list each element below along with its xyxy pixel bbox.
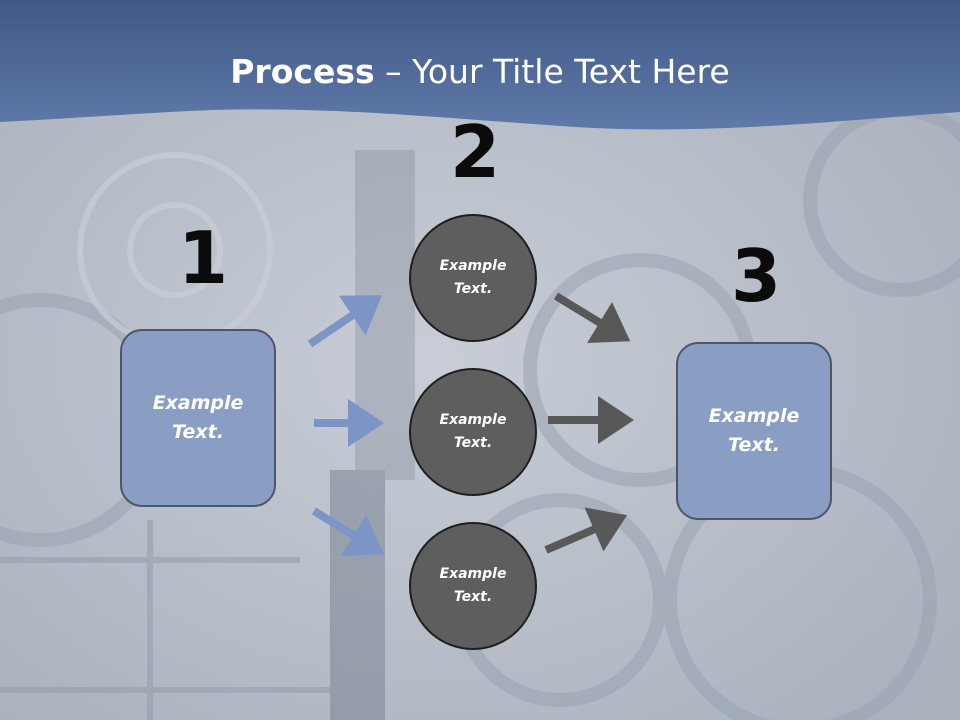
step-2-circle-bottom-text: Example Text.	[439, 566, 507, 605]
arrow-1-to-2-bottom	[311, 507, 385, 556]
arrow-1-to-2-top	[307, 295, 382, 348]
step-2-circle-top-text: Example Text.	[439, 258, 507, 297]
slide-title: Process – Your Title Text Here	[0, 52, 960, 91]
step-number-2: 2	[450, 110, 501, 194]
step-number-1: 1	[178, 216, 229, 300]
step-1-text: Example Text.	[152, 392, 244, 443]
step-2-circle-middle-text: Example Text.	[439, 412, 507, 451]
arrow-2-top-to-3	[553, 292, 631, 344]
step-3-text: Example Text.	[708, 405, 800, 456]
title-bold: Process	[230, 52, 375, 91]
step-3-box: Example Text.	[676, 342, 832, 520]
step-2-circle-middle: Example Text.	[409, 368, 537, 496]
arrow-2-bottom-to-3	[544, 507, 628, 554]
title-rest: – Your Title Text Here	[374, 52, 730, 91]
step-2-circle-bottom: Example Text.	[409, 522, 537, 650]
step-number-3: 3	[731, 234, 782, 318]
step-2-circle-top: Example Text.	[409, 214, 537, 342]
step-1-box: Example Text.	[120, 329, 276, 507]
